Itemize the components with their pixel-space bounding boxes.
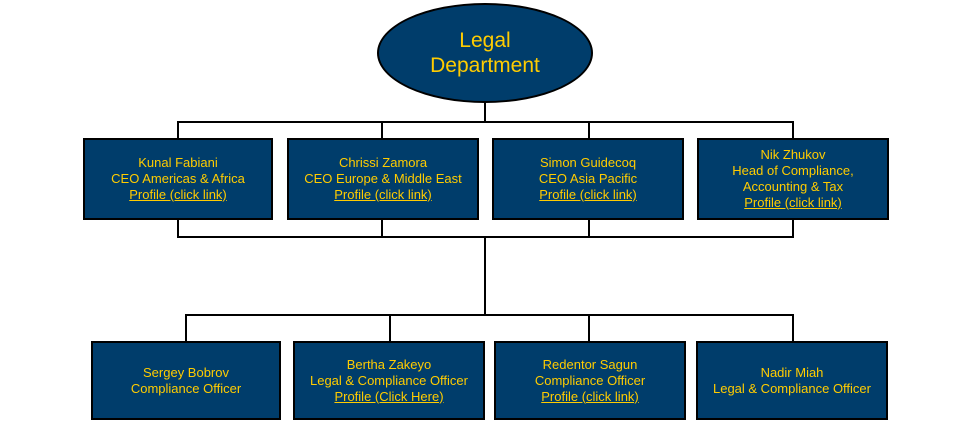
- officer-node-bertha-zakeyo: Bertha Zakeyo Legal & Compliance Officer…: [293, 341, 485, 420]
- exec-node-kunal-fabiani: Kunal Fabiani CEO Americas & Africa Prof…: [83, 138, 273, 220]
- connector-exec-3-top: [588, 121, 590, 139]
- exec-name: Chrissi Zamora: [338, 155, 428, 170]
- legal-department-node: Legal Department: [377, 3, 593, 103]
- exec-name: Kunal Fabiani: [138, 155, 218, 170]
- connector-mid-stem: [484, 236, 486, 316]
- officer-role: Legal & Compliance Officer: [712, 380, 871, 396]
- officer-node-nadir-miah: Nadir Miah Legal & Compliance Officer: [696, 341, 888, 420]
- connector-root-stem: [484, 102, 486, 123]
- officer-name: Bertha Zakeyo: [346, 356, 432, 372]
- connector-exec-2-top: [381, 121, 383, 139]
- connector-exec-top-bar: [177, 121, 794, 123]
- profile-link[interactable]: Profile (click link): [539, 187, 637, 202]
- exec-role: CEO Europe & Middle East: [304, 171, 462, 186]
- profile-link[interactable]: Profile (click link): [541, 388, 639, 404]
- officer-name: Nadir Miah: [760, 364, 824, 380]
- exec-name: Nik Zhukov: [760, 147, 826, 162]
- exec-role: CEO Americas & Africa: [111, 171, 245, 186]
- connector-exec-4-bottom: [792, 219, 794, 238]
- profile-link[interactable]: Profile (Click Here): [334, 388, 444, 404]
- exec-node-nik-zhukov: Nik Zhukov Head of Compliance, Accountin…: [697, 138, 889, 220]
- connector-exec-1-top: [177, 121, 179, 139]
- officer-node-redentor-sagun: Redentor Sagun Compliance Officer Profil…: [494, 341, 686, 420]
- officer-role: Legal & Compliance Officer: [309, 372, 468, 388]
- exec-node-chrissi-zamora: Chrissi Zamora CEO Europe & Middle East …: [287, 138, 479, 220]
- connector-officer-4-top: [792, 314, 794, 342]
- connector-officer-bar: [185, 314, 794, 316]
- profile-link[interactable]: Profile (click link): [129, 187, 227, 202]
- profile-link[interactable]: Profile (click link): [334, 187, 432, 202]
- connector-officer-1-top: [185, 314, 187, 342]
- profile-link[interactable]: Profile (click link): [744, 195, 842, 210]
- connector-exec-4-top: [792, 121, 794, 139]
- connector-exec-2-bottom: [381, 219, 383, 238]
- exec-name: Simon Guidecoq: [539, 155, 637, 170]
- connector-officer-3-top: [588, 314, 590, 342]
- exec-node-simon-guidecoq: Simon Guidecoq CEO Asia Pacific Profile …: [492, 138, 684, 220]
- officer-node-sergey-bobrov: Sergey Bobrov Compliance Officer: [91, 341, 281, 420]
- connector-officer-2-top: [389, 314, 391, 342]
- exec-role: Head of Compliance, Accounting & Tax: [732, 163, 854, 194]
- connector-exec-1-bottom: [177, 219, 179, 238]
- officer-role: Compliance Officer: [130, 380, 242, 396]
- officer-role: Compliance Officer: [534, 372, 646, 388]
- connector-exec-3-bottom: [588, 219, 590, 238]
- exec-role: CEO Asia Pacific: [538, 171, 638, 186]
- officer-name: Sergey Bobrov: [143, 364, 229, 380]
- root-title: Legal Department: [430, 29, 540, 77]
- officer-name: Redentor Sagun: [542, 356, 638, 372]
